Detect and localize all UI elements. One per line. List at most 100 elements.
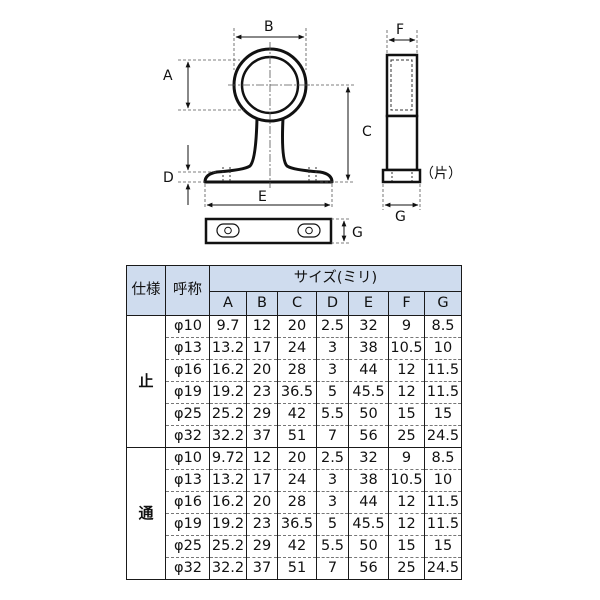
dim-label-B: B xyxy=(264,19,274,35)
nominal-cell: φ32 xyxy=(165,425,210,448)
value-cell: 11.5 xyxy=(424,513,462,536)
value-cell: 5.5 xyxy=(316,535,349,558)
dim-label-C: C xyxy=(362,124,372,140)
value-cell: 9 xyxy=(388,447,425,470)
value-cell: 32 xyxy=(348,447,389,470)
value-cell: 20 xyxy=(246,491,278,514)
nominal-cell: φ19 xyxy=(165,513,210,536)
value-cell: 45.5 xyxy=(348,513,389,536)
value-cell: 25.2 xyxy=(209,403,247,426)
value-cell: 51 xyxy=(277,557,317,580)
value-cell: 16.2 xyxy=(209,491,247,514)
value-cell: 9.7 xyxy=(209,315,247,338)
value-cell: 24 xyxy=(277,337,317,360)
nominal-column-header: 呼称 xyxy=(165,265,210,316)
value-cell: 17 xyxy=(246,337,278,360)
value-cell: 23 xyxy=(246,513,278,536)
side-foot xyxy=(381,168,422,184)
value-cell: 8.5 xyxy=(424,315,462,338)
value-cell: 15 xyxy=(424,535,462,558)
value-cell: 15 xyxy=(388,535,425,558)
value-cell: 7 xyxy=(316,557,349,580)
value-cell: 8.5 xyxy=(424,447,462,470)
nominal-cell: φ16 xyxy=(165,359,210,382)
value-cell: 25 xyxy=(388,557,425,580)
side-note: （片） xyxy=(420,166,462,182)
value-cell: 24 xyxy=(277,469,317,492)
nominal-cell: φ10 xyxy=(165,447,210,470)
value-cell: 13.2 xyxy=(209,337,247,360)
value-cell: 10 xyxy=(424,337,462,360)
dim-label-E: E xyxy=(258,189,267,205)
size-column-header: B xyxy=(246,291,278,316)
value-cell: 38 xyxy=(348,469,389,492)
slot-right xyxy=(297,223,321,238)
screw-hole-icon xyxy=(224,226,232,235)
value-cell: 25 xyxy=(388,425,425,448)
value-cell: 7 xyxy=(316,425,349,448)
size-column-header: D xyxy=(316,291,349,316)
value-cell: 50 xyxy=(348,535,389,558)
bracket-front-outline xyxy=(203,116,334,184)
value-cell: 20 xyxy=(277,315,317,338)
bracket-technical-drawing: A B C D E G xyxy=(163,19,462,245)
value-cell: 12 xyxy=(388,513,425,536)
value-cell: 3 xyxy=(316,469,349,492)
nominal-cell: φ19 xyxy=(165,381,210,404)
screw-hole-icon xyxy=(305,226,313,235)
nominal-cell: φ13 xyxy=(165,469,210,492)
value-cell: 2.5 xyxy=(316,447,349,470)
value-cell: 23 xyxy=(246,381,278,404)
value-cell: 5 xyxy=(316,381,349,404)
center-lines xyxy=(228,42,312,188)
value-cell: 44 xyxy=(348,359,389,382)
value-cell: 42 xyxy=(277,403,317,426)
value-cell: 10.5 xyxy=(388,337,425,360)
nominal-cell: φ25 xyxy=(165,535,210,558)
size-column-header: C xyxy=(277,291,317,316)
bottom-view: G xyxy=(204,217,363,245)
nominal-cell: φ32 xyxy=(165,557,210,580)
value-cell: 11.5 xyxy=(424,381,462,404)
front-view: A B C D E xyxy=(163,19,372,208)
value-cell: 24.5 xyxy=(424,425,462,448)
type-cell: 止 xyxy=(126,315,166,448)
value-cell: 3 xyxy=(316,491,349,514)
value-cell: 11.5 xyxy=(424,491,462,514)
value-cell: 5.5 xyxy=(316,403,349,426)
size-column-header: G xyxy=(424,291,462,316)
dim-label-A: A xyxy=(163,68,173,84)
value-cell: 9 xyxy=(388,315,425,338)
value-cell: 42 xyxy=(277,535,317,558)
value-cell: 38 xyxy=(348,337,389,360)
value-cell: 44 xyxy=(348,491,389,514)
size-column-header: F xyxy=(388,291,425,316)
value-cell: 15 xyxy=(388,403,425,426)
value-cell: 13.2 xyxy=(209,469,247,492)
value-cell: 29 xyxy=(246,535,278,558)
side-stem xyxy=(385,114,419,172)
value-cell: 36.5 xyxy=(277,513,317,536)
value-cell: 12 xyxy=(388,491,425,514)
value-cell: 17 xyxy=(246,469,278,492)
value-cell: 37 xyxy=(246,425,278,448)
size-column-header: E xyxy=(348,291,389,316)
value-cell: 28 xyxy=(277,491,317,514)
slot-left xyxy=(216,223,240,238)
value-cell: 32.2 xyxy=(209,425,247,448)
dim-label-D: D xyxy=(163,170,174,186)
nominal-cell: φ25 xyxy=(165,403,210,426)
value-cell: 50 xyxy=(348,403,389,426)
value-cell: 12 xyxy=(246,447,278,470)
